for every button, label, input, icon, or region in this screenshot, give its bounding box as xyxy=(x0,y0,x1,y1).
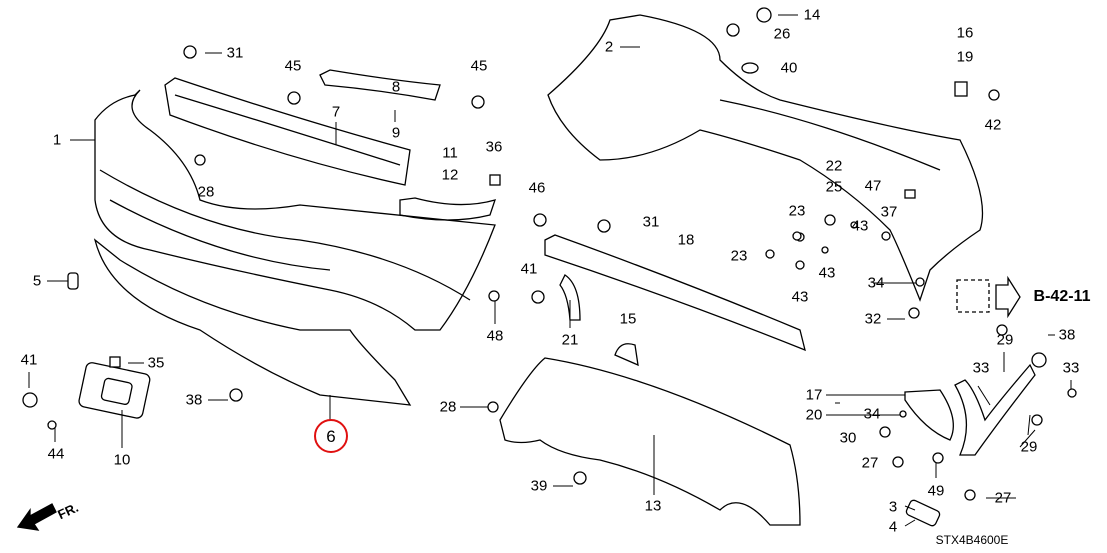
front-direction-arrow xyxy=(16,503,57,531)
callout-23[interactable]: 23 xyxy=(788,202,806,220)
callout-45[interactable]: 45 xyxy=(284,57,302,75)
callout-40[interactable]: 40 xyxy=(780,59,798,77)
callout-45[interactable]: 45 xyxy=(470,57,488,75)
callout-8[interactable]: 8 xyxy=(391,78,401,96)
callout-48[interactable]: 48 xyxy=(486,327,504,345)
callout-19[interactable]: 19 xyxy=(956,48,974,66)
license-bracket xyxy=(78,362,151,419)
absorber xyxy=(164,77,411,186)
callout-12[interactable]: 12 xyxy=(441,166,459,184)
callout-41[interactable]: 41 xyxy=(20,351,38,369)
callout-41[interactable]: 41 xyxy=(520,260,538,278)
callout-16[interactable]: 16 xyxy=(956,24,974,42)
diagram-code: STX4B4600E xyxy=(935,533,1009,547)
callout-36[interactable]: 36 xyxy=(485,138,503,156)
callout-7[interactable]: 7 xyxy=(331,103,341,121)
bumper-beam xyxy=(544,234,806,352)
callout-39[interactable]: 39 xyxy=(530,477,548,495)
callout-26[interactable]: 26 xyxy=(773,25,791,43)
callout-28[interactable]: 28 xyxy=(439,398,457,416)
callout-2[interactable]: 2 xyxy=(604,38,614,56)
callout-1[interactable]: 1 xyxy=(52,131,62,149)
callout-20[interactable]: 20 xyxy=(805,406,823,424)
callout-11[interactable]: 11 xyxy=(442,144,458,162)
callout-15[interactable]: 15 xyxy=(619,310,637,328)
reference-link[interactable]: B-42-11 xyxy=(1033,288,1091,305)
callout-23[interactable]: 23 xyxy=(730,247,748,265)
callout-14[interactable]: 14 xyxy=(803,6,821,24)
front-bumper-cover xyxy=(94,89,496,331)
callout-37[interactable]: 37 xyxy=(880,203,898,221)
callout-27[interactable]: 27 xyxy=(861,454,879,472)
callout-33[interactable]: 33 xyxy=(1062,359,1080,377)
callout-42[interactable]: 42 xyxy=(984,116,1002,134)
callout-22[interactable]: 22 xyxy=(825,157,843,175)
callout-38[interactable]: 38 xyxy=(185,391,203,409)
callout-32[interactable]: 32 xyxy=(864,310,882,328)
callout-31[interactable]: 31 xyxy=(226,44,244,62)
callout-43[interactable]: 43 xyxy=(818,264,836,282)
callout-6-highlighted[interactable]: 6 xyxy=(314,419,348,453)
callout-30[interactable]: 30 xyxy=(839,429,857,447)
callout-9[interactable]: 9 xyxy=(391,124,401,142)
callout-31[interactable]: 31 xyxy=(642,213,660,231)
callout-25[interactable]: 25 xyxy=(825,178,843,196)
callout-44[interactable]: 44 xyxy=(47,445,65,463)
callout-43[interactable]: 43 xyxy=(851,217,869,235)
callout-34[interactable]: 34 xyxy=(867,274,885,292)
callout-34[interactable]: 34 xyxy=(863,405,881,423)
callout-46[interactable]: 46 xyxy=(528,179,546,197)
callout-13[interactable]: 13 xyxy=(644,497,662,515)
callout-4[interactable]: 4 xyxy=(888,518,898,536)
rear-lower-garnish xyxy=(499,357,801,526)
callout-49[interactable]: 49 xyxy=(927,482,945,500)
callout-17[interactable]: 17 xyxy=(805,386,823,404)
callout-43[interactable]: 43 xyxy=(791,288,809,306)
callout-29[interactable]: 29 xyxy=(996,331,1014,349)
callout-10[interactable]: 10 xyxy=(113,451,131,469)
bracket xyxy=(319,69,441,101)
callout-3[interactable]: 3 xyxy=(888,498,898,516)
callout-5[interactable]: 5 xyxy=(32,272,42,290)
callout-27[interactable]: 27 xyxy=(994,489,1012,507)
lower-spoiler xyxy=(93,238,412,406)
callout-18[interactable]: 18 xyxy=(677,231,695,249)
callout-21[interactable]: 21 xyxy=(561,331,579,349)
callout-47[interactable]: 47 xyxy=(864,177,882,195)
callout-38[interactable]: 38 xyxy=(1058,326,1076,344)
rear-bumper-cover xyxy=(547,14,984,302)
callout-29[interactable]: 29 xyxy=(1020,438,1038,456)
callout-35[interactable]: 35 xyxy=(147,354,165,372)
callout-33[interactable]: 33 xyxy=(972,359,990,377)
callout-28[interactable]: 28 xyxy=(197,183,215,201)
